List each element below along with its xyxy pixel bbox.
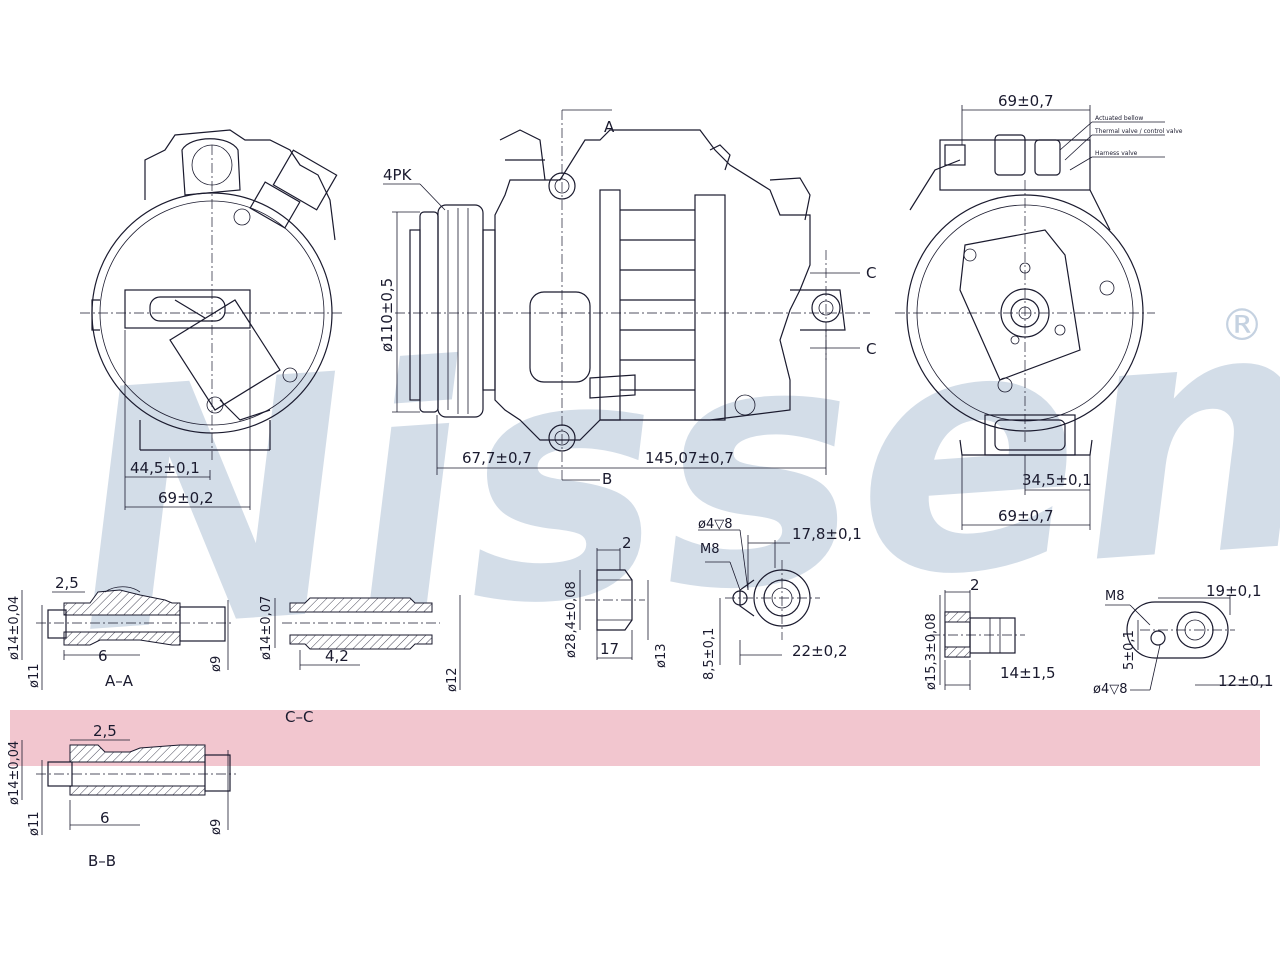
dim-flange-17-8: 17,8±0,1 [792, 525, 862, 543]
dim-fitting-2: 2 [622, 534, 632, 552]
dim-bb-d9: ø9 [209, 819, 224, 835]
dim-plate-d4: ø4▽8 [1093, 682, 1128, 697]
dim-fitting-d28-4: ø28,4±0,08 [564, 581, 579, 658]
section-mark-a: A [604, 118, 615, 136]
detail-b-b: 2,5 ø14±0,04 ø11 6 ø9 B–B [7, 722, 236, 870]
dim-aa-d11: ø11 [27, 664, 42, 689]
dim-side-67-7: 67,7±0,7 [462, 449, 532, 467]
dim-small-d15-3: ø15,3±0,08 [924, 613, 939, 690]
dim-bb-6: 6 [100, 809, 110, 827]
detail-port-flange: ø4▽8 17,8±0,1 M8 8,5±0,1 22±0,2 [698, 517, 862, 680]
dim-aa-6: 6 [98, 647, 108, 665]
dim-rear-69-bottom: 69±0,7 [998, 507, 1054, 525]
side-label-1: Actuated bellow [1095, 115, 1143, 122]
side-label-3: Harness valve [1095, 150, 1138, 157]
dim-plate-19: 19±0,1 [1206, 582, 1262, 600]
registered-mark: ® [1220, 300, 1264, 351]
dim-flange-22: 22±0,2 [792, 642, 848, 660]
dim-small-14: 14±1,5 [1000, 664, 1056, 682]
label-bb: B–B [88, 852, 116, 870]
side-label-2: Thermal valve / control valve [1094, 128, 1183, 135]
dim-pipe-d14: ø14±0,07 [259, 596, 274, 660]
dim-side-d110: ø110±0,5 [378, 278, 396, 352]
front-view: 44,5±0,1 69±0,2 [80, 129, 345, 510]
side-view: A B C C 4PK ø110±0,5 67,7±0,7 145,07±0,7 [378, 109, 876, 488]
rear-view: 69±0,7 Actuated bellow Thermal valve / c… [895, 92, 1183, 530]
dim-fitting-17: 17 [600, 640, 619, 658]
dim-aa-2-5: 2,5 [55, 574, 79, 592]
dim-flange-8-5: 8,5±0,1 [702, 628, 717, 680]
section-mark-c-top: C [866, 264, 876, 282]
dim-front-44-5: 44,5±0,1 [130, 459, 200, 477]
dim-bb-2-5: 2,5 [93, 722, 117, 740]
dim-pipe-d12: ø12 [445, 668, 460, 693]
detail-fitting-small: 2 ø15,3±0,08 14±1,5 [924, 576, 1056, 690]
belt-label: 4PK [383, 166, 413, 184]
dim-small-2: 2 [970, 576, 980, 594]
dim-rear-34-5: 34,5±0,1 [1022, 471, 1092, 489]
label-flange-m8: M8 [700, 542, 720, 557]
label-aa: A–A [105, 672, 134, 690]
detail-a-a: 2,5 ø14±0,04 ø11 6 ø9 A–A [7, 574, 232, 690]
dim-aa-d9: ø9 [209, 656, 224, 672]
detail-pipe: ø14±0,07 4,2 ø12 [259, 595, 461, 693]
detail-fitting: 2 ø28,4±0,08 17 ø13 [564, 534, 669, 668]
dim-rear-69-top: 69±0,7 [998, 92, 1054, 110]
highlight-band [10, 710, 1260, 766]
label-cc: C–C [285, 708, 313, 726]
section-mark-c-bottom: C [866, 340, 876, 358]
detail-port-plate: M8 19±0,1 5±0,1 12±0,1 ø4▽8 [1093, 582, 1274, 697]
label-plate-m8: M8 [1105, 589, 1125, 604]
dim-fitting-d13: ø13 [654, 644, 669, 669]
section-mark-b: B [602, 470, 612, 488]
dim-plate-12: 12±0,1 [1218, 672, 1274, 690]
dim-aa-d14: ø14±0,04 [7, 596, 22, 660]
dim-pipe-4-2: 4,2 [325, 647, 349, 665]
dim-plate-5: 5±0,1 [1122, 630, 1137, 670]
dim-bb-d14: ø14±0,04 [7, 741, 22, 805]
dim-side-145-07: 145,07±0,7 [645, 449, 734, 467]
dim-flange-d4: ø4▽8 [698, 517, 733, 532]
dim-bb-d11: ø11 [27, 812, 42, 837]
dim-front-69: 69±0,2 [158, 489, 214, 507]
